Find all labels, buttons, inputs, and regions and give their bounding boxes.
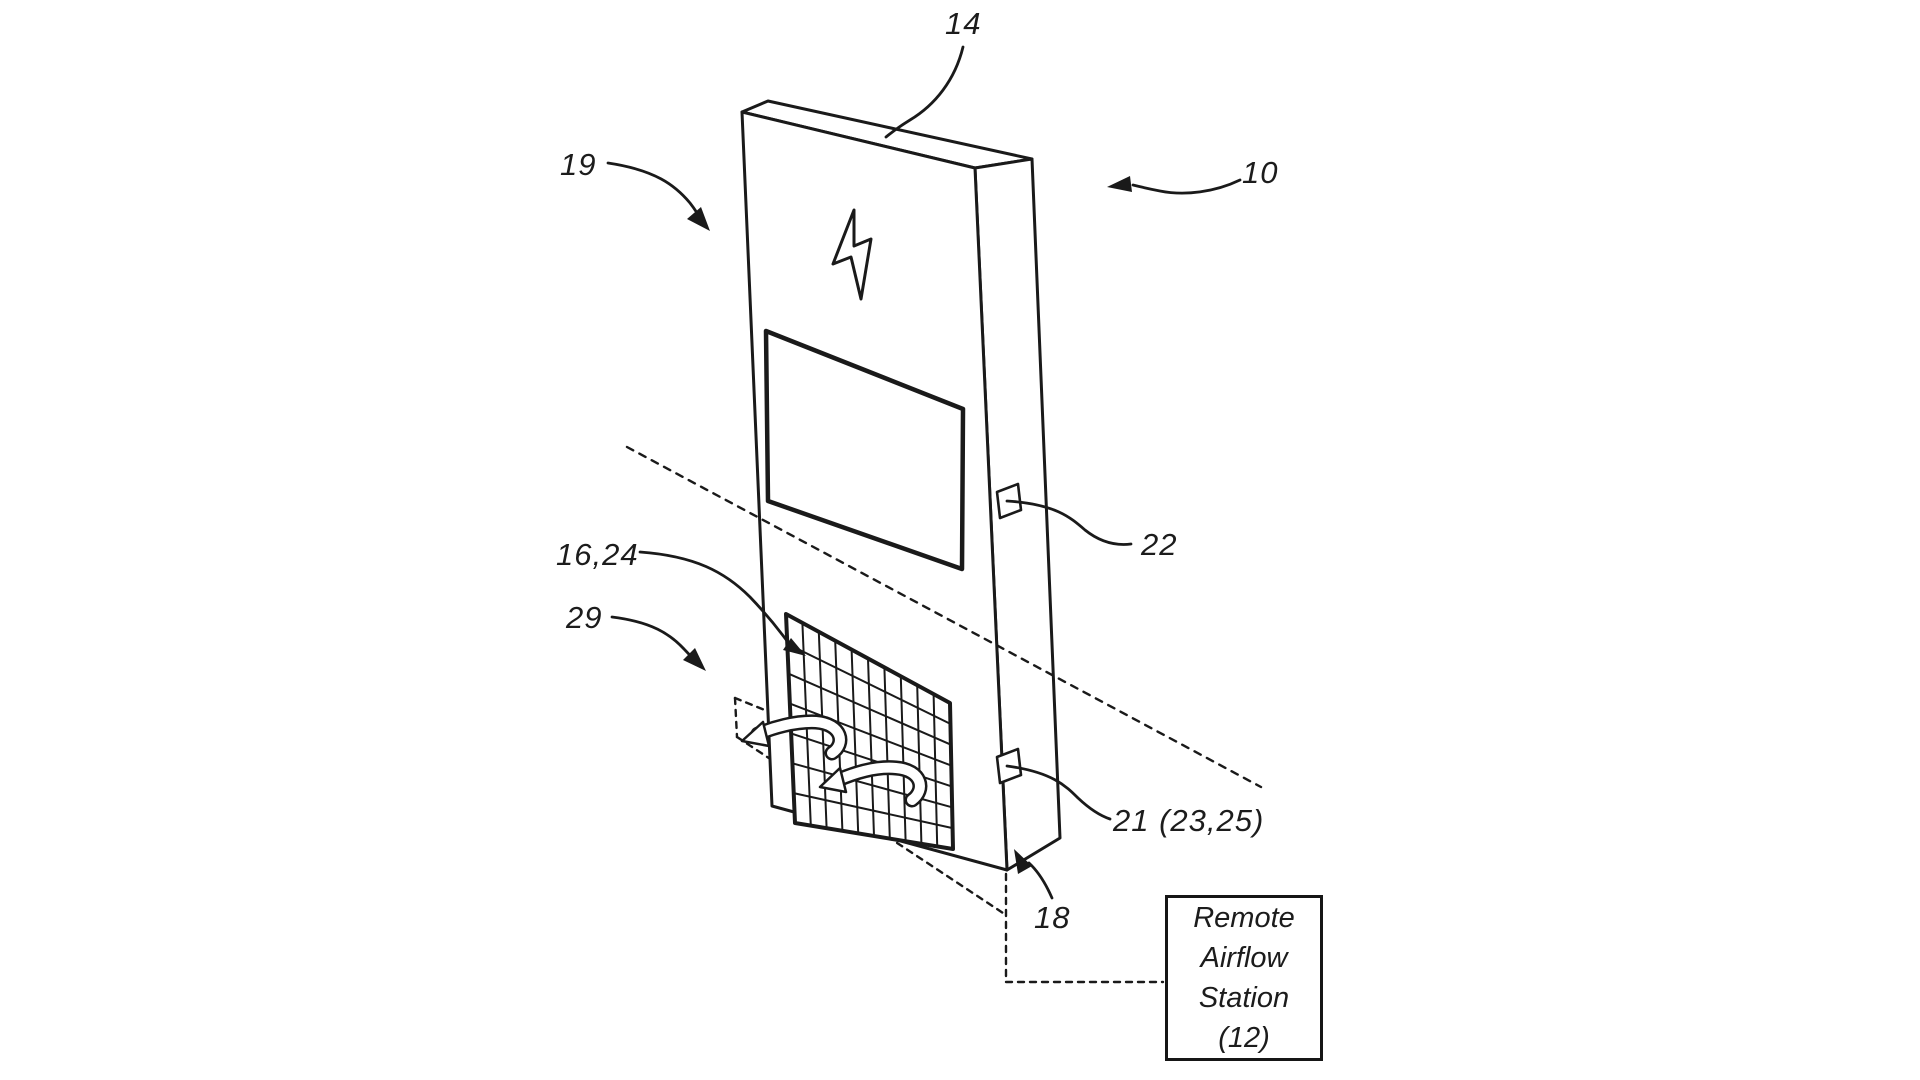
arrowhead-10	[1107, 176, 1132, 192]
dashed-section-line	[625, 445, 1263, 789]
ref-label-22: 22	[1141, 527, 1178, 562]
ref-label-21-23-25: 21 (23,25)	[1113, 803, 1265, 838]
remote-airflow-station-box: Remote Airflow Station (12)	[1165, 895, 1323, 1061]
arrowhead-29	[683, 648, 706, 671]
leader-21	[1005, 764, 1112, 821]
leader-18	[1027, 861, 1054, 900]
leader-29	[610, 615, 695, 661]
ref-label-10: 10	[1242, 155, 1279, 190]
vent-grille	[784, 612, 955, 851]
remote-box-line-4: (12)	[1218, 1022, 1270, 1054]
leader-19	[606, 161, 703, 222]
ref-label-29: 29	[566, 600, 603, 635]
arrowhead-19	[687, 207, 710, 231]
arrowhead-16-24	[783, 638, 806, 656]
ref-label-16-24: 16,24	[556, 537, 639, 572]
leader-14	[884, 45, 965, 139]
leader-16-24	[638, 550, 792, 647]
ref-label-14: 14	[945, 6, 982, 41]
display-screen	[763, 328, 966, 572]
airflow-arrow-upper	[740, 714, 848, 761]
remote-box-line-2: Airflow	[1200, 942, 1288, 974]
leader-22	[1005, 499, 1133, 546]
leader-10	[1131, 178, 1242, 195]
remote-box-line-1: Remote	[1193, 902, 1295, 934]
remote-box-line-3: Station	[1198, 982, 1290, 1014]
lightning-bolt-icon	[831, 208, 873, 301]
arrowhead-18	[1014, 849, 1032, 874]
ref-label-19: 19	[560, 147, 597, 182]
ref-label-18: 18	[1034, 900, 1071, 935]
dashed-connector	[1004, 872, 1165, 984]
airflow-arrow-lower	[818, 760, 928, 808]
